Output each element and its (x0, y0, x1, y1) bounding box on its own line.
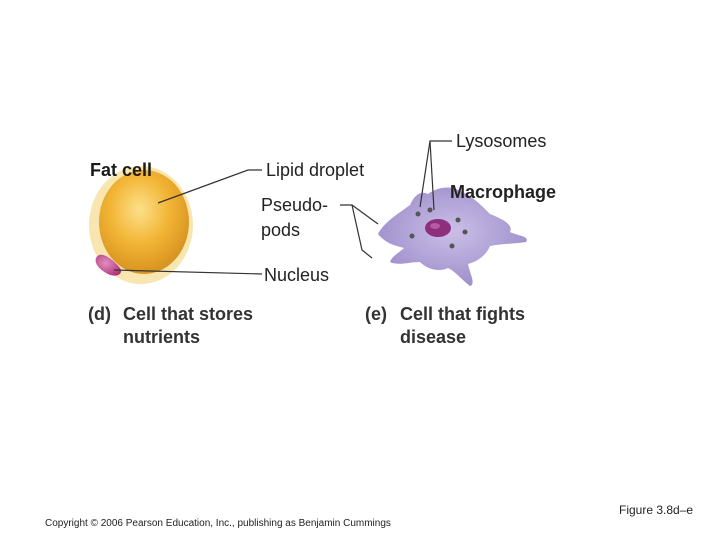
pseudopods-leader-2 (351, 204, 373, 259)
lysosome (427, 207, 433, 213)
macrophage-body (378, 187, 527, 286)
fat-cell-title: Fat cell (90, 160, 153, 180)
copyright-notice: Copyright © 2006 Pearson Education, Inc.… (45, 518, 391, 529)
caption-e-letter: (e) (365, 304, 387, 324)
lipid-droplet (99, 170, 189, 274)
lipid-droplet-leader (157, 169, 262, 204)
pseudopods-label-line1: Pseudo- (261, 195, 329, 215)
lysosomes-label: Lysosomes (456, 131, 547, 151)
lipid-droplet-label: Lipid droplet (266, 160, 365, 180)
fat-cell (89, 166, 193, 284)
caption-d-letter: (d) (88, 304, 111, 324)
lysosome (455, 217, 461, 223)
lysosome (462, 229, 468, 235)
macrophage-title: Macrophage (450, 182, 557, 202)
figure-reference: Figure 3.8d–e (619, 503, 694, 517)
nucleus-label: Nucleus (264, 265, 330, 285)
pseudopods-leader-1 (340, 204, 379, 225)
caption-d-line2: nutrients (123, 327, 201, 347)
lysosome (415, 211, 421, 217)
lysosomes-leader-2 (429, 140, 435, 211)
caption-e-line2: disease (400, 327, 467, 347)
nucleus-leader (113, 269, 263, 275)
pseudopods-label-line2: pods (261, 220, 301, 240)
leader-lines (113, 140, 452, 275)
lysosome (409, 233, 415, 239)
macrophage-cell (378, 187, 527, 286)
caption-d-line1: Cell that stores (123, 304, 254, 324)
lysosome (449, 243, 455, 249)
caption-e-line1: Cell that fights (400, 304, 525, 324)
